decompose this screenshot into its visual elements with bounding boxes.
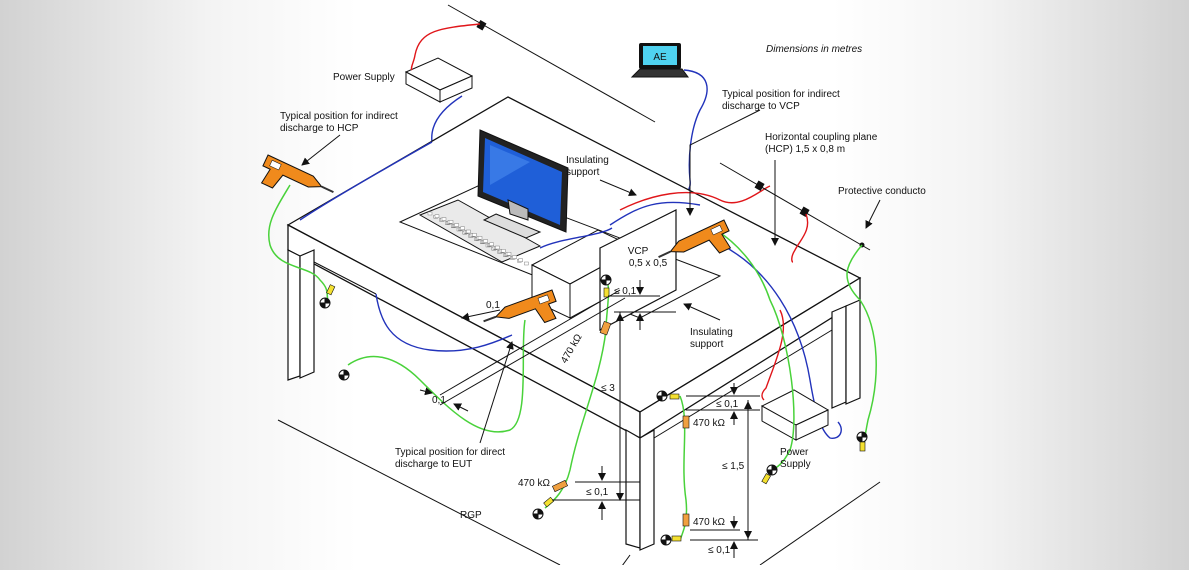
- vcp-gun-ground-wire: [715, 229, 795, 471]
- esd-gun-hcp: [260, 154, 334, 194]
- keyboard-key: [489, 242, 494, 247]
- vcp-plane: VCP 0,5 x 0,5: [599, 209, 677, 331]
- power-supply-bottom-label-1: Power: [780, 447, 809, 458]
- dim-01-a-label: 0,1: [486, 300, 500, 311]
- keyboard-key: [506, 252, 512, 256]
- leader-lines: [301, 109, 881, 567]
- keyboard-key: [483, 239, 488, 243]
- power-cable-under-right: [761, 309, 785, 401]
- hcp-ground-cable: [719, 162, 871, 251]
- keyboard-key: [427, 211, 433, 216]
- insulating-support-mid-label-2: support: [690, 339, 724, 350]
- insulating-support-top-label-1: Insulating: [566, 155, 609, 166]
- vcp-discharge-label-1: Typical position for indirect: [722, 89, 840, 100]
- dimensions-note: Dimensions in metres: [766, 44, 862, 55]
- eut-signal-cable: [539, 227, 613, 249]
- resistor-leg-bottom: [682, 513, 690, 527]
- hcp-plane-label-2: (HCP) 1,5 x 0,8 m: [765, 144, 845, 155]
- esd-gun-vcp: [658, 219, 732, 259]
- resistor-vcp: [599, 320, 612, 336]
- ground-reference-plane: [277, 419, 881, 566]
- power-cable-top: [410, 23, 481, 71]
- power-supply-top: [404, 57, 474, 103]
- power-supply-bottom: [760, 389, 830, 441]
- eut-discharge-label-2: discharge to EUT: [395, 459, 472, 470]
- signal-cable-under-left: [375, 293, 513, 352]
- resistor-leg-top: [682, 415, 690, 429]
- keyboard-key: [434, 214, 440, 219]
- power-cable-right: [791, 213, 809, 263]
- keyboard-key: [460, 226, 465, 231]
- dim-le01-floor-label: ≤ 0,1: [586, 487, 609, 498]
- keyboard-key: [518, 258, 523, 262]
- dim-le01-leg-bottom-label: ≤ 0,1: [708, 545, 731, 556]
- keyboard-key: [477, 236, 483, 240]
- power-supply-top-label: Power Supply: [333, 72, 395, 83]
- resistor-floor: [551, 479, 569, 493]
- keyboard-key: [495, 245, 500, 250]
- hcp-gun-ground-wire: [268, 184, 329, 301]
- hcp-plane-label-1: Horizontal coupling plane: [765, 132, 878, 143]
- keyboard-key: [524, 261, 529, 266]
- signal-cable-psu: [431, 95, 463, 143]
- keyboard-key: [512, 255, 517, 259]
- rgp-label: RGP: [460, 510, 482, 521]
- dimension-lines: [419, 280, 760, 558]
- vcp-bleeder-wire: [544, 284, 610, 509]
- resistor-leg-bottom-label: 470 kΩ: [693, 517, 725, 528]
- keyboard-key: [454, 223, 459, 227]
- ground-symbols: [319, 274, 868, 546]
- dim-le01-vcp-label: ≤ 0,1: [614, 286, 637, 297]
- vcp-size-label: 0,5 x 0,5: [629, 258, 668, 269]
- esd-gun-eut: [483, 289, 557, 324]
- resistor-leg-top-label: 470 kΩ: [693, 418, 725, 429]
- signal-cable-under-right: [719, 243, 842, 439]
- keyboard: [418, 199, 542, 266]
- dim-le3-label: ≤ 3: [601, 383, 615, 394]
- power-cable-table: [619, 185, 771, 211]
- keyboard-key: [466, 229, 471, 234]
- dim-le01-leg-top-label: ≤ 0,1: [716, 399, 739, 410]
- insulating-support-mid-label-1: Insulating: [690, 327, 733, 338]
- hcp-discharge-label-2: discharge to HCP: [280, 123, 359, 134]
- ae-label: AE: [653, 52, 667, 63]
- hcp-discharge-label-1: Typical position for indirect: [280, 111, 398, 122]
- insulating-support-top-label-2: support: [566, 167, 600, 178]
- signal-cable-table: [609, 201, 701, 226]
- dim-le15-label: ≤ 1,5: [722, 461, 745, 472]
- vcp-label: VCP: [628, 246, 649, 257]
- keyboard-key: [441, 217, 447, 221]
- keyboard-key: [501, 248, 506, 253]
- keyboard-key: [448, 220, 454, 224]
- vcp-discharge-label-2: discharge to VCP: [722, 101, 800, 112]
- dim-01-b-label: 0,1: [432, 395, 446, 406]
- resistor-floor-label: 470 kΩ: [518, 478, 550, 489]
- eut-discharge-label-1: Typical position for direct: [395, 447, 505, 458]
- ae-laptop: AE: [630, 43, 689, 78]
- power-supply-bottom-label-2: Supply: [780, 459, 811, 470]
- overhead-cable: [447, 4, 656, 123]
- keyboard-key: [472, 232, 477, 237]
- clips: [326, 284, 866, 542]
- protective-conductor-label: Protective conducto: [838, 186, 926, 197]
- eut-gun-ground-wire: [347, 319, 526, 433]
- monitor: [477, 129, 569, 239]
- signal-cable-left: [299, 141, 433, 221]
